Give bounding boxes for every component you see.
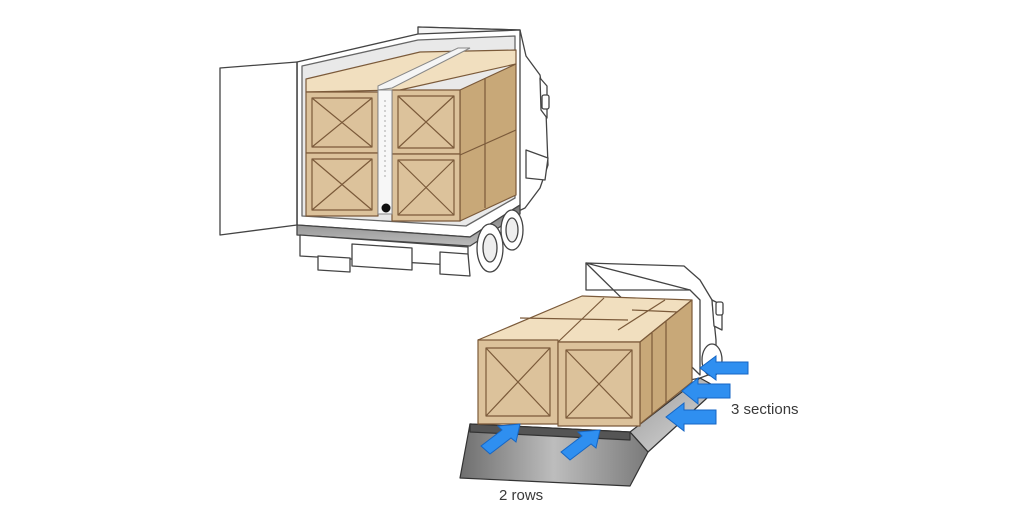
row-arrow-icon xyxy=(480,423,521,455)
rows-label: 2 rows xyxy=(499,487,544,504)
section-arrow-icon xyxy=(665,401,717,433)
section-arrow-icon xyxy=(699,355,749,381)
airflow-arrows-sections xyxy=(665,355,749,433)
dunnage-air-bag xyxy=(377,47,471,215)
row-arrow-icon xyxy=(560,429,601,461)
sections-label: 3 sections xyxy=(731,401,799,418)
section-arrow-icon xyxy=(681,376,731,406)
truck1-cargo xyxy=(305,49,517,222)
truck1-open-door xyxy=(219,61,298,236)
airflow-arrows-rows xyxy=(480,423,601,461)
air-bag-valve xyxy=(381,203,391,213)
truck1-rear-wheel xyxy=(317,255,351,273)
truck2-cargo xyxy=(477,295,693,427)
